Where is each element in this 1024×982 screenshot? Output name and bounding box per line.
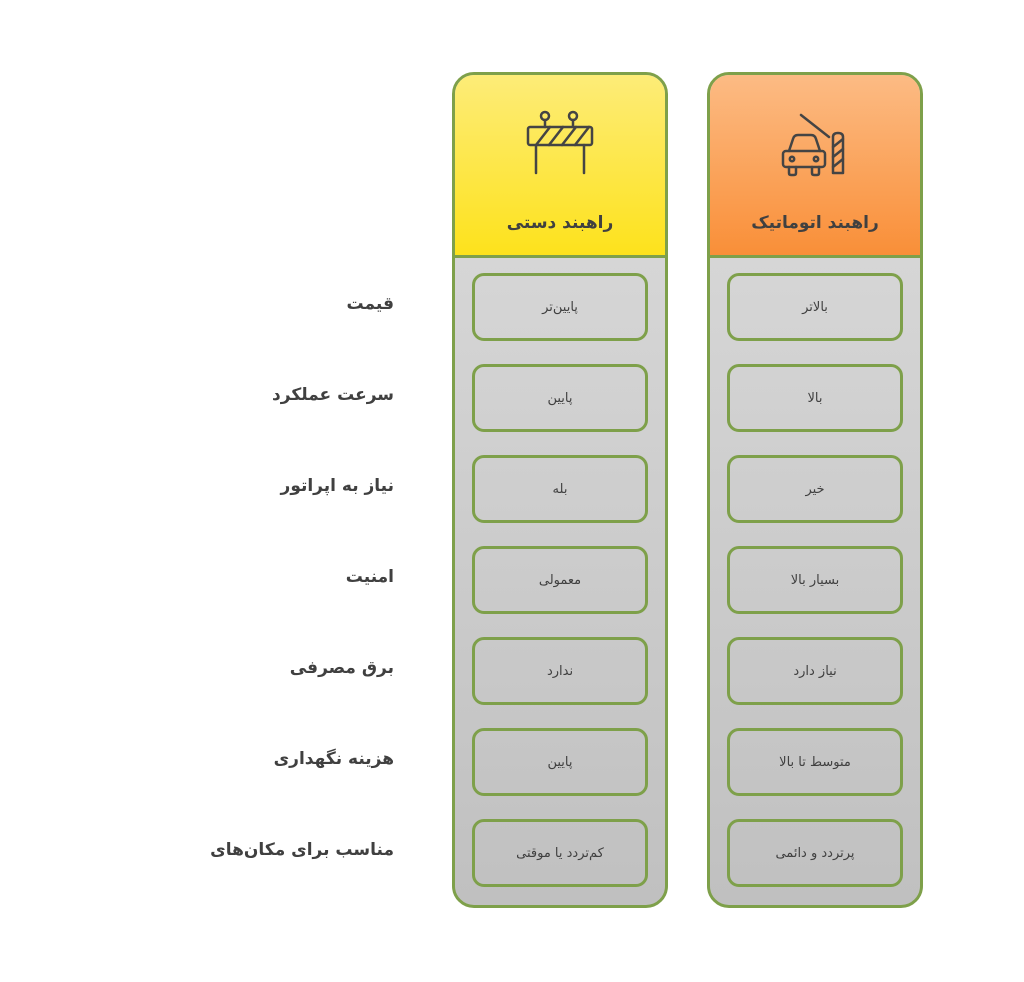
manual-cell-power: ندارد	[472, 637, 648, 705]
manual-cell-suitable-for: کم‌تردد یا موقتی	[472, 819, 648, 887]
manual-cell-security: معمولی	[472, 546, 648, 614]
automatic-cell-price: بالاتر	[727, 273, 903, 341]
automatic-cell-maintenance: متوسط تا بالا	[727, 728, 903, 796]
manual-cell-speed: پایین	[472, 364, 648, 432]
automatic-cell-operator: خیر	[727, 455, 903, 523]
row-label-suitable-for: مناسب برای مکان‌های	[210, 840, 394, 860]
manual-cell-price: پایین‌تر	[472, 273, 648, 341]
car-boom-gate-icon	[781, 113, 845, 177]
automatic-barrier-column: راهبند اتوماتیک بالاتر بالا خیر بسیار با…	[707, 72, 923, 908]
manual-cell-maintenance: پایین	[472, 728, 648, 796]
manual-barrier-column: راهبند دستی پایین‌تر پایین بله معمولی ند…	[452, 72, 668, 908]
automatic-cell-power: نیاز دارد	[727, 637, 903, 705]
manual-cell-operator: بله	[472, 455, 648, 523]
row-label-price: قیمت	[346, 294, 394, 314]
row-label-speed: سرعت عملکرد	[272, 385, 394, 405]
automatic-cell-speed: بالا	[727, 364, 903, 432]
manual-column-title: راهبند دستی	[506, 213, 614, 233]
automatic-column-title: راهبند اتوماتیک	[751, 213, 879, 233]
road-barrier-icon	[526, 110, 594, 175]
automatic-cell-security: بسیار بالا	[727, 546, 903, 614]
manual-column-header: راهبند دستی	[455, 75, 665, 258]
automatic-column-header: راهبند اتوماتیک	[710, 75, 920, 258]
automatic-cell-suitable-for: پرتردد و دائمی	[727, 819, 903, 887]
row-label-operator: نیاز به اپراتور	[280, 476, 394, 496]
row-label-power: برق مصرفی	[289, 658, 394, 678]
row-label-maintenance: هزینه نگهداری	[273, 749, 394, 769]
row-label-security: امنیت	[345, 567, 394, 587]
